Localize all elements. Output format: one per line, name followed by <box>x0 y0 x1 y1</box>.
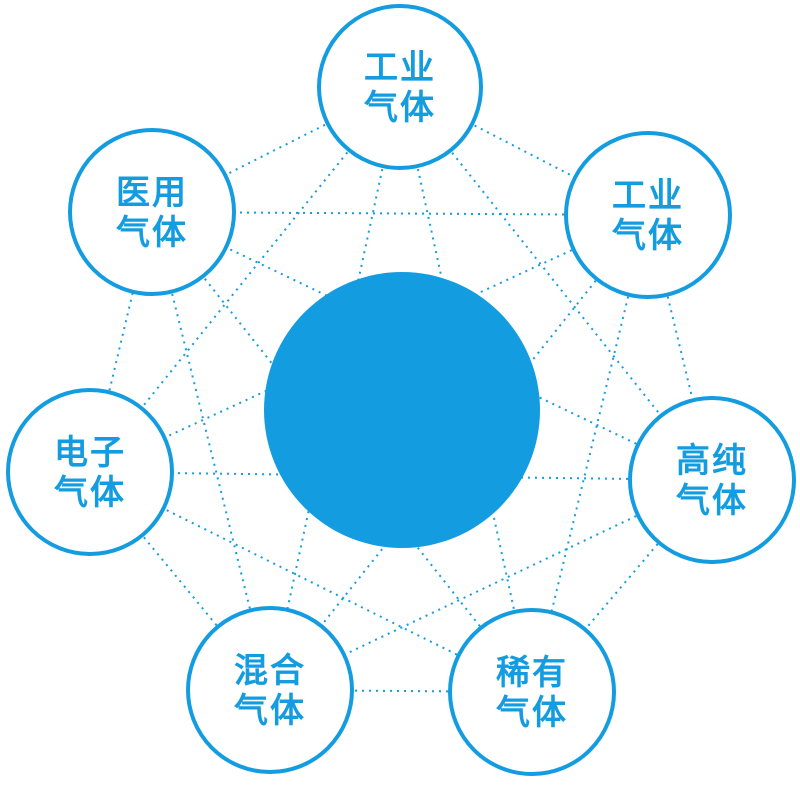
connection-line <box>89 471 533 693</box>
node-label: 稀有 <box>496 653 568 693</box>
connection-line <box>89 471 713 481</box>
node-label: 工业 <box>612 176 684 216</box>
node-circle <box>564 131 732 299</box>
node-label: 气体 <box>495 693 568 733</box>
node-circle <box>6 388 174 556</box>
node-circle <box>317 4 483 170</box>
node-label: 混合 <box>234 651 306 691</box>
node-label: 高纯 <box>676 441 748 481</box>
node-label: 气体 <box>115 213 188 253</box>
node-label: 电子 <box>54 433 126 473</box>
connection-line <box>89 471 271 691</box>
center-node <box>264 272 540 548</box>
connection-line <box>531 214 649 693</box>
node-circle <box>448 608 616 776</box>
node-circle <box>186 606 354 774</box>
connection-line <box>151 211 271 691</box>
node-label: 工业 <box>364 48 436 88</box>
node-label: 气体 <box>53 473 126 513</box>
connection-line <box>269 214 649 691</box>
node-label: 气体 <box>675 481 748 521</box>
connection-line <box>89 214 649 473</box>
node-label: 气体 <box>233 691 306 731</box>
node-circle <box>628 396 796 564</box>
connection-line <box>89 211 153 473</box>
node-label: 气体 <box>611 216 684 256</box>
node-label: 医用 <box>116 173 188 213</box>
node-label: 气体 <box>363 88 436 128</box>
node-circle <box>68 128 236 296</box>
